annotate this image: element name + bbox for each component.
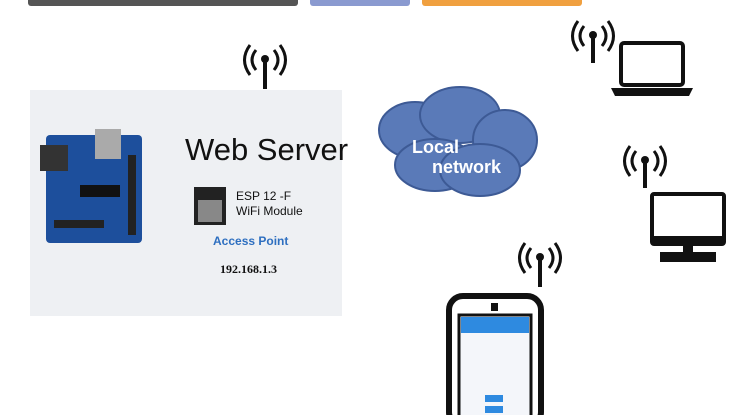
esp-module-icon [194, 187, 226, 225]
cloud-label-line2: network [432, 157, 502, 177]
arduino-board-icon [40, 129, 142, 243]
wifi-signal-icon [518, 242, 562, 287]
ip-address: 192.168.1.3 [220, 262, 277, 276]
wifi-signal-icon [623, 145, 667, 188]
cloud-icon [378, 86, 538, 197]
web-server-title: Web Server [185, 132, 349, 167]
module-line2: WiFi Module [236, 204, 303, 218]
module-label: ESP 12 -F WiFi Module [236, 189, 303, 219]
smartphone-icon [446, 293, 544, 415]
cloud-label-line1: Local [412, 137, 460, 157]
wifi-signal-icon [243, 44, 287, 89]
desktop-icon [650, 192, 726, 262]
wifi-signal-icon [571, 20, 615, 63]
module-line1: ESP 12 -F [236, 189, 292, 203]
laptop-icon [611, 41, 693, 96]
mode-label: Access Point [213, 234, 289, 248]
